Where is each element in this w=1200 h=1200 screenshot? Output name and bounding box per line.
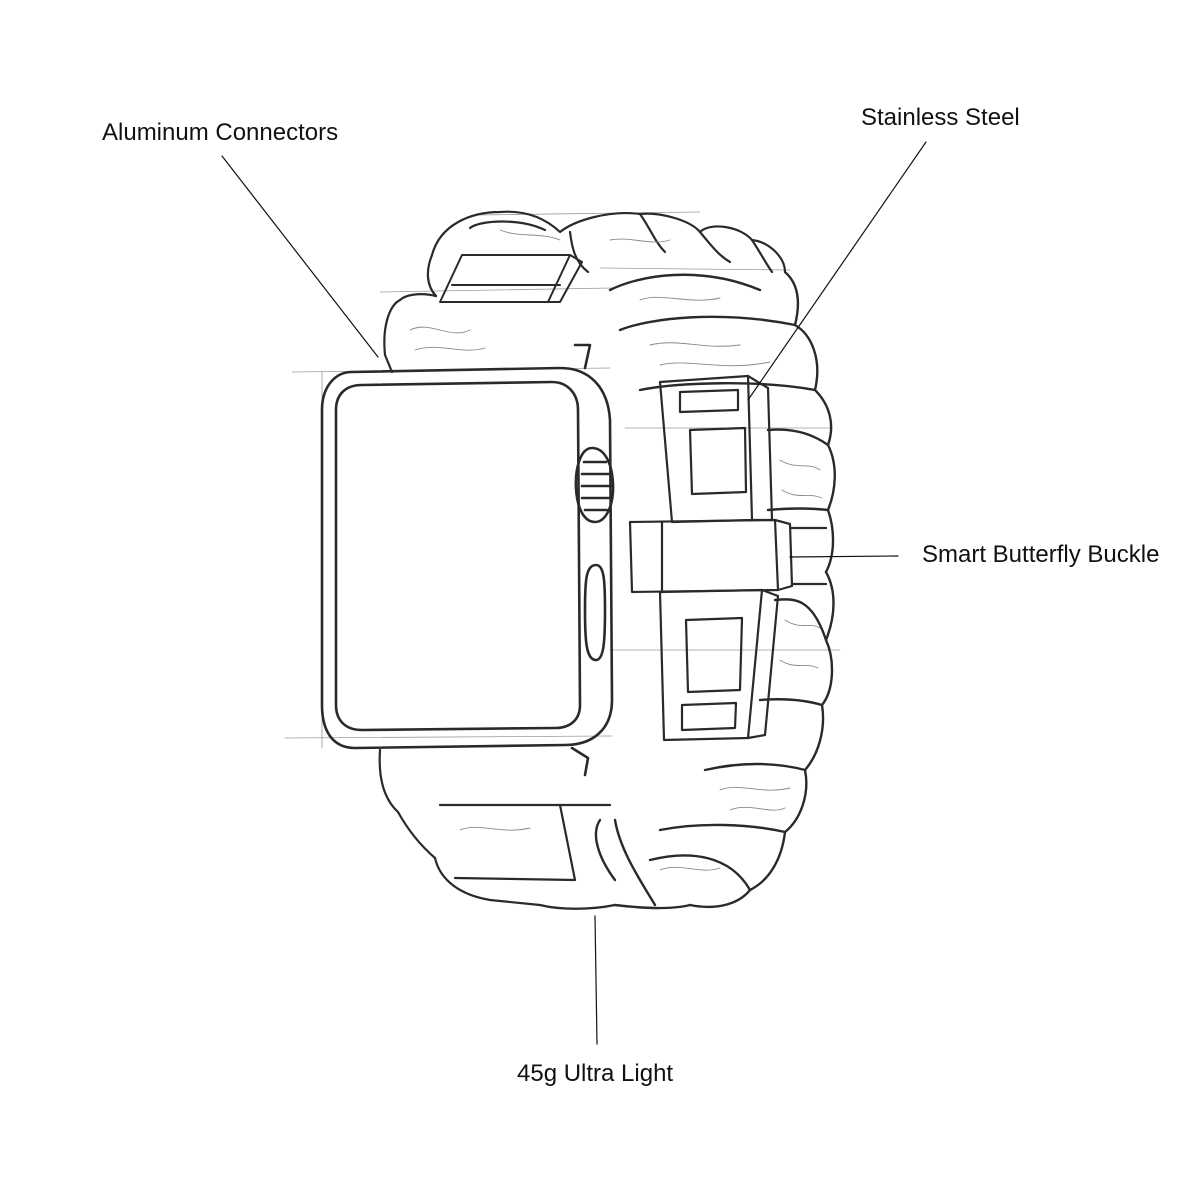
band-left-links	[378, 293, 617, 910]
callout-stainless-steel: Stainless Steel	[861, 104, 1020, 131]
leader-smart-butterfly-buckle	[789, 555, 899, 558]
butterfly-buckle	[628, 374, 828, 742]
callout-aluminum-connectors: Aluminum Connectors	[102, 119, 339, 146]
top-connector	[439, 254, 583, 303]
band-back-links	[426, 210, 787, 298]
callout-smart-butterfly-buckle: Smart Butterfly Buckle	[922, 541, 1160, 568]
wood-grain	[409, 229, 823, 871]
leader-aluminum-connectors	[221, 155, 379, 358]
watch-case	[320, 343, 615, 777]
callout-leaders	[221, 141, 927, 1045]
construction-lines	[284, 211, 841, 749]
leader-stainless-steel	[747, 141, 927, 401]
callout-45g-ultra-light: 45g Ultra Light	[517, 1060, 674, 1087]
leader-45g-ultra-light	[594, 915, 598, 1045]
band-right-links	[594, 270, 836, 910]
